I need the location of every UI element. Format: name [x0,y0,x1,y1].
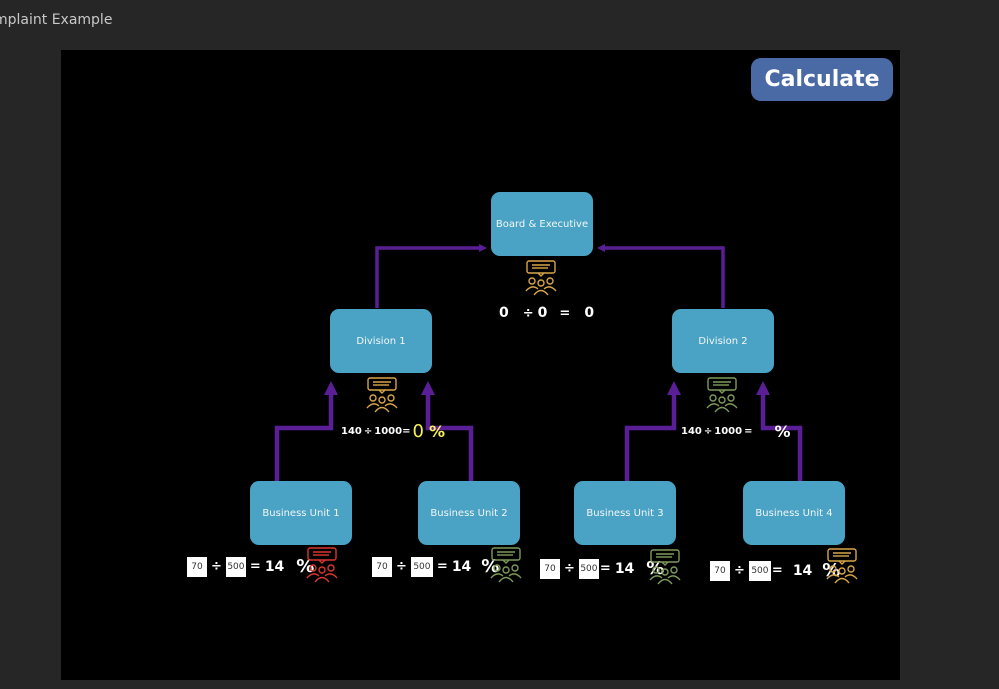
division1-numerator: 140 [341,426,362,437]
node-business-unit-3[interactable]: Business Unit 3 [574,481,676,545]
node-business-unit-2[interactable]: Business Unit 2 [418,481,520,545]
bu3-numerator-input[interactable]: 70 [540,558,560,579]
meeting-icon [649,549,681,585]
page-title: mplaint Example [0,12,113,28]
node-business-unit-4[interactable]: Business Unit 4 [743,481,845,545]
bu1-calculation: 70 ÷ 500 = 14 % [187,556,314,577]
bu3-calculation: 70 ÷ 500 = 14 % [540,558,664,579]
connector-arrows [274,244,803,481]
divide-sign: ÷ [363,426,373,437]
bu1-result: 14 [264,558,285,575]
node-label: Business Unit 2 [430,507,508,519]
division2-calculation: 140 ÷ 1000 = % [681,422,791,441]
divide-sign: ÷ [396,559,407,574]
division2-percent: % [774,422,791,441]
meeting-icon [306,547,338,583]
meeting-icon [490,547,522,583]
meeting-icon [706,377,738,413]
bu2-result: 14 [451,558,472,575]
meeting-icon [525,260,557,296]
divide-sign: ÷ [211,559,222,574]
node-division-1[interactable]: Division 1 [330,309,432,373]
equals-sign: = [599,561,611,576]
division1-percent: % [428,422,445,441]
arrow-div2-to-board [597,244,725,308]
node-label: Board & Executive [495,218,589,230]
board-numerator: 0 [499,305,509,321]
bu4-numerator-input[interactable]: 70 [710,560,730,581]
bu3-result: 14 [614,560,635,577]
divide-sign: ÷ [564,561,575,576]
divide-sign: ÷ [734,563,745,578]
bu3-denominator-input[interactable]: 500 [578,558,599,579]
node-business-unit-1[interactable]: Business Unit 1 [250,481,352,545]
node-label: Business Unit 4 [755,507,833,519]
equals-sign: = [559,305,571,321]
meeting-icon [366,377,398,413]
divide-sign: ÷ [703,426,713,437]
bu2-percent: % [481,556,500,577]
bu4-result: 14 [792,562,813,579]
division1-calculation: 140 ÷ 1000 = 0 % [341,421,445,442]
node-label: Division 2 [698,335,748,347]
bu4-denominator-input[interactable]: 500 [748,560,771,581]
meeting-icon [826,548,858,584]
arrow-bu1-to-div1 [274,381,338,481]
board-result: 0 [584,305,595,321]
bu3-percent: % [646,558,665,579]
bu2-denominator-input[interactable]: 500 [410,556,433,577]
diagram-canvas: Calculate Board & Executive 0 ÷ 0 = 0 Di… [61,50,900,680]
equals-sign: = [771,563,783,578]
bu1-percent: % [296,556,315,577]
equals-sign: = [744,426,753,437]
equals-sign: = [249,559,261,574]
calculate-button[interactable]: Calculate [751,58,893,101]
node-label: Business Unit 1 [262,507,340,519]
equals-sign: = [402,426,411,437]
bu2-calculation: 70 ÷ 500 = 14 % [372,556,499,577]
equals-sign: = [436,559,448,574]
division2-numerator: 140 [681,426,702,437]
node-label: Business Unit 3 [586,507,664,519]
arrow-div1-to-board [375,244,487,308]
board-calculation: 0 ÷ 0 = 0 [499,305,594,321]
bu1-numerator-input[interactable]: 70 [187,556,207,577]
division1-result: 0 [412,421,424,442]
bu2-numerator-input[interactable]: 70 [372,556,392,577]
bu1-denominator-input[interactable]: 500 [225,556,246,577]
node-board-executive[interactable]: Board & Executive [491,192,593,256]
arrow-bu3-to-div2 [624,381,681,481]
board-denominator: 0 [537,305,548,321]
division2-denominator: 1000 [714,426,743,437]
divide-sign: ÷ [522,305,534,321]
node-division-2[interactable]: Division 2 [672,309,774,373]
division1-denominator: 1000 [374,426,403,437]
node-label: Division 1 [356,335,406,347]
bu4-calculation: 70 ÷ 500 = 14 % [710,560,840,581]
